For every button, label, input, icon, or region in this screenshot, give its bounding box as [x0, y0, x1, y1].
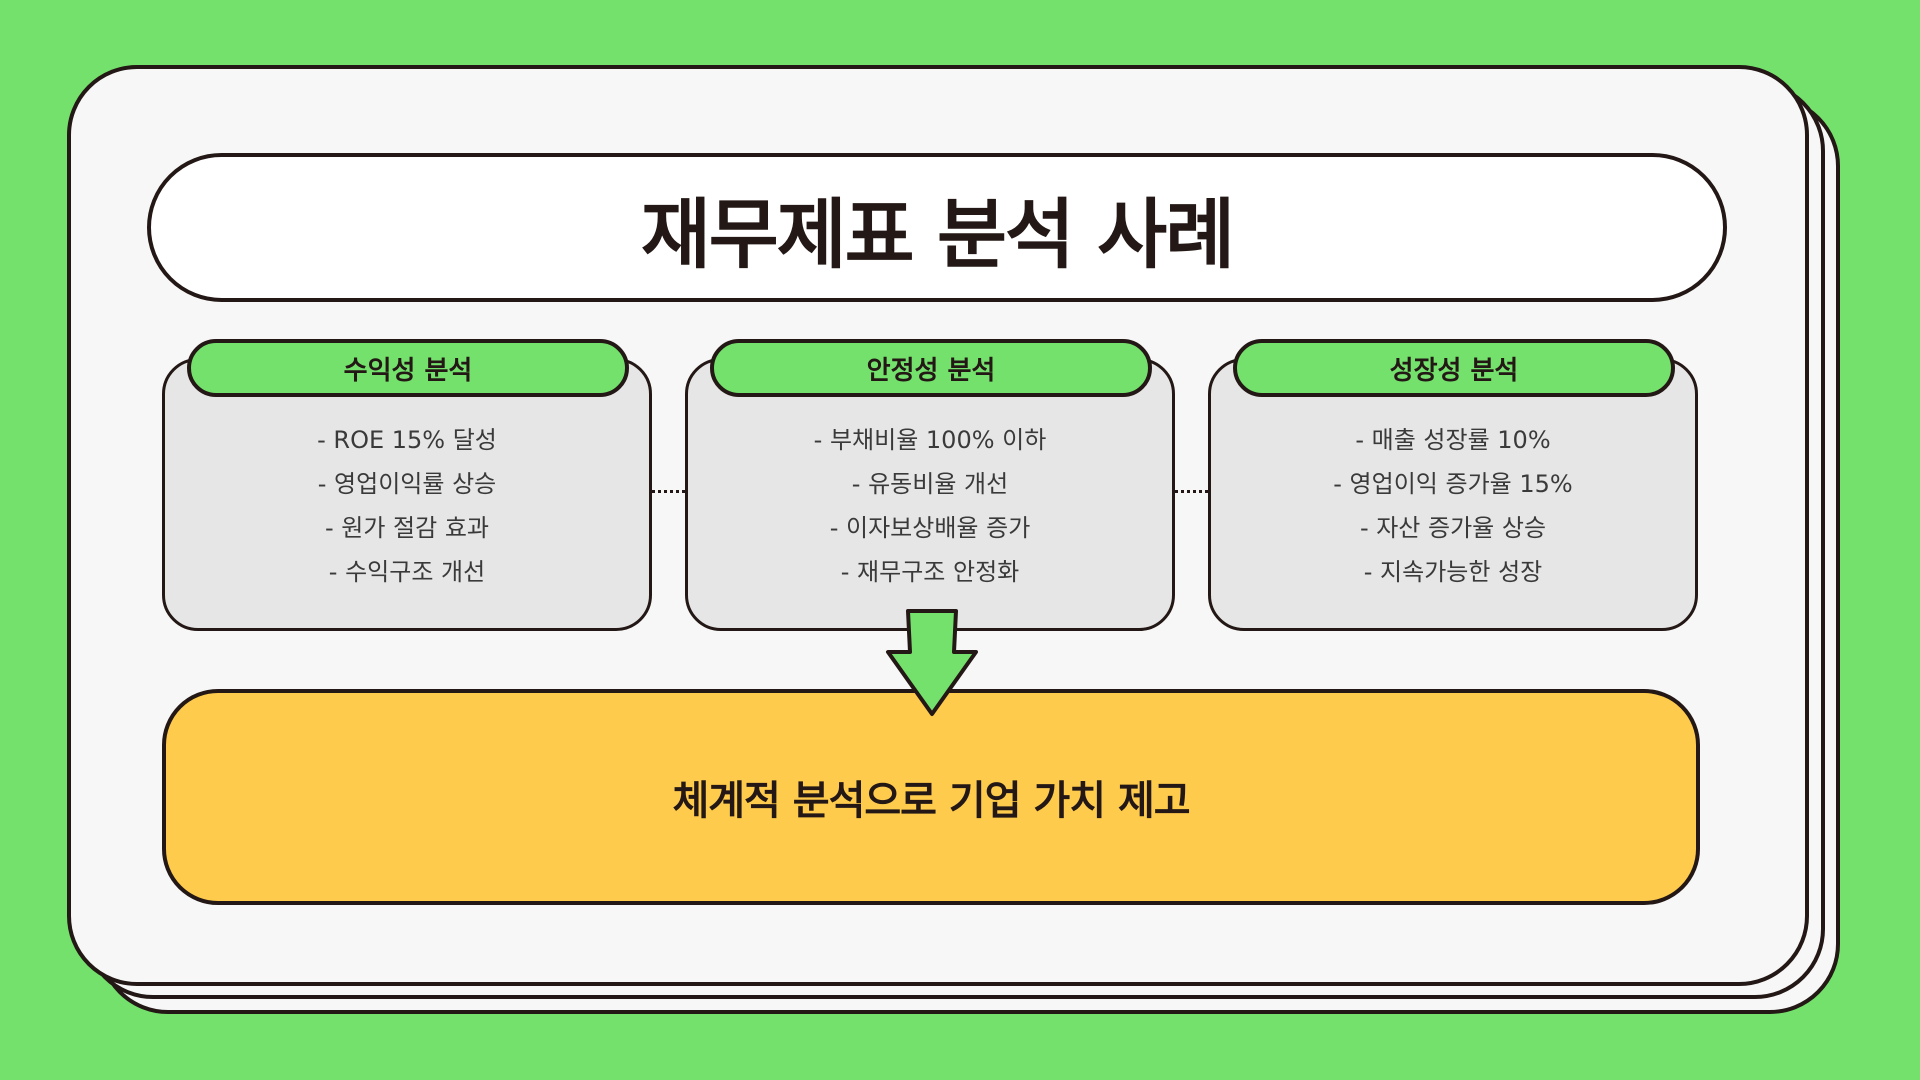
card-profitability: [162, 358, 652, 631]
title-banner: 재무제표 분석 사례: [147, 153, 1727, 302]
card-list-profitability: - ROE 15% 달성 - 영업이익률 상승 - 원가 절감 효과 - 수익구…: [162, 418, 652, 594]
connector-line: [652, 490, 685, 493]
list-item: - 영업이익률 상승: [317, 470, 497, 498]
list-item: - ROE 15% 달성: [317, 426, 497, 454]
card-tab-growth: 성장성 분석: [1233, 339, 1675, 397]
list-item: - 지속가능한 성장: [1363, 558, 1543, 586]
list-item: - 원가 절감 효과: [324, 514, 490, 542]
card-list-growth: - 매출 성장률 10% - 영업이익 증가율 15% - 자산 증가율 상승 …: [1208, 418, 1698, 594]
conclusion-text: 체계적 분석으로 기업 가치 제고: [672, 778, 1190, 824]
card-tab-profitability: 수익성 분석: [187, 339, 629, 397]
list-item: - 자산 증가율 상승: [1359, 514, 1547, 542]
list-item: - 영업이익 증가율 15%: [1333, 470, 1573, 498]
card-label: 수익성 분석: [343, 355, 473, 386]
conclusion-box: 체계적 분석으로 기업 가치 제고: [162, 689, 1700, 905]
list-item: - 부채비율 100% 이하: [813, 426, 1047, 454]
list-item: - 유동비율 개선: [851, 470, 1009, 498]
list-item: - 재무구조 안정화: [840, 558, 1020, 586]
card-list-stability: - 부채비율 100% 이하 - 유동비율 개선 - 이자보상배율 증가 - 재…: [685, 418, 1175, 594]
card-tab-stability: 안정성 분석: [710, 339, 1152, 397]
down-arrow-icon: [886, 609, 978, 716]
connector-line: [1175, 490, 1208, 493]
list-item: - 수익구조 개선: [328, 558, 486, 586]
card-label: 안정성 분석: [866, 355, 996, 386]
card-stability: [685, 358, 1175, 631]
list-item: - 매출 성장률 10%: [1355, 426, 1551, 454]
page-title: 재무제표 분석 사례: [640, 189, 1235, 279]
list-item: - 이자보상배율 증가: [829, 514, 1031, 542]
card-label: 성장성 분석: [1389, 355, 1519, 386]
